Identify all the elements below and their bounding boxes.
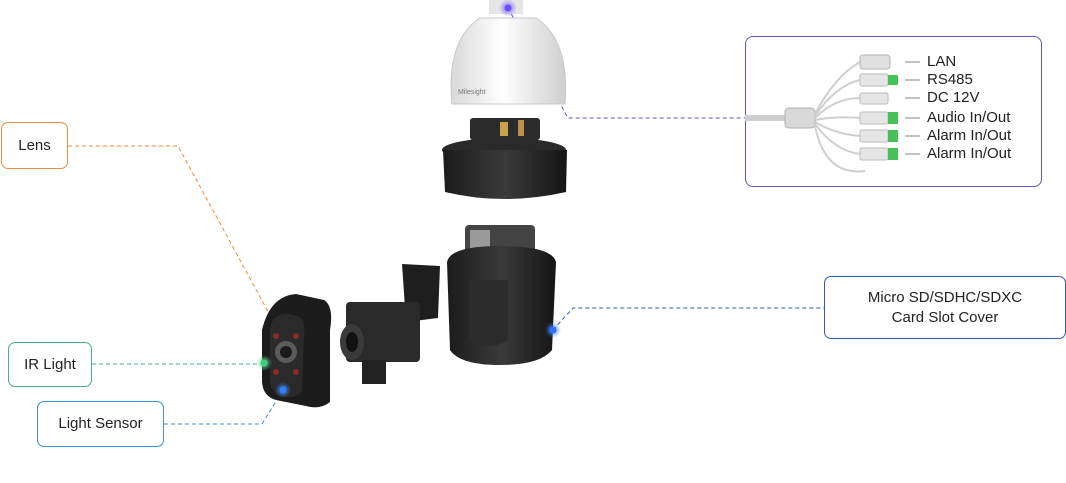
sd-card-label-line1: Micro SD/SDHC/SDXC — [867, 288, 1023, 306]
sd-card-callout: Micro SD/SDHC/SDXC Card Slot Cover — [824, 276, 1066, 339]
camera-base-ring — [442, 118, 567, 199]
sd-card-leader-line — [552, 307, 824, 331]
camera-front-face — [262, 294, 332, 408]
camera-housing — [447, 225, 556, 365]
lens-label: Lens — [18, 136, 51, 154]
ir-light-label: IR Light — [24, 355, 76, 373]
cable-harness-illustration — [745, 54, 920, 173]
light-sensor-label: Light Sensor — [58, 415, 143, 432]
lens-callout: Lens — [1, 122, 68, 169]
light-sensor-callout: Light Sensor — [37, 401, 164, 447]
light-sensor-leader-line — [164, 389, 284, 425]
ir-light-callout: IR Light — [8, 342, 92, 387]
sd-card-label-line2: Card Slot Cover — [891, 308, 999, 326]
svg-text:Milesight: Milesight — [458, 89, 486, 96]
connector-label-rs485: RS485 — [927, 71, 973, 88]
connector-label-alarm-1: Alarm In/Out — [927, 127, 1012, 144]
connector-label-audio: Audio In/Out — [927, 109, 1011, 126]
connector-label-lan: LAN — [927, 53, 957, 70]
lens-leader-line — [68, 145, 279, 331]
lens-module — [340, 264, 440, 384]
connector-label-dc12v: DC 12V — [927, 89, 980, 106]
connector-label-alarm-2: Alarm In/Out — [927, 145, 1012, 162]
